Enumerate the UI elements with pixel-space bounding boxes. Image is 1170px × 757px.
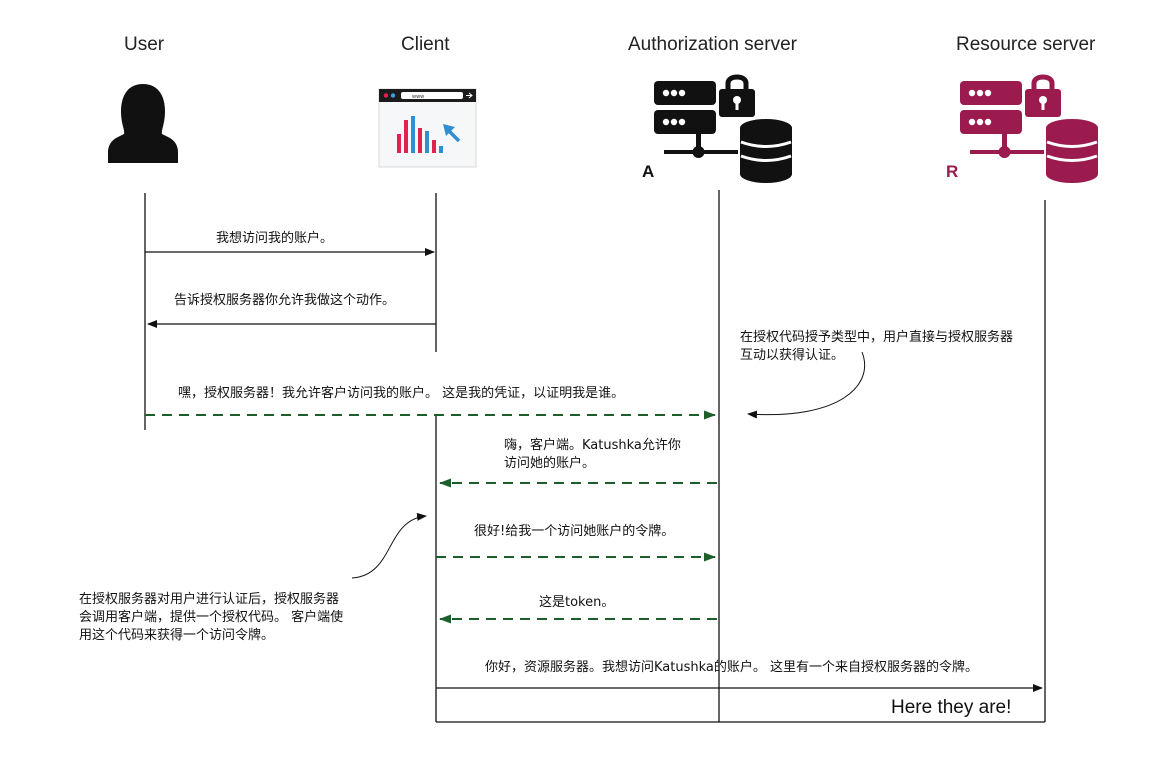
message-label-m4-line1: 嗨，客户端。Katushka允许你	[504, 438, 681, 453]
note-auth-code-line2: 互动以获得认证。	[740, 348, 845, 363]
user-female-icon	[108, 84, 178, 163]
message-label-m7: 你好，资源服务器。我想访问Katushka的账户。 这里有一个来自授权服务器的令…	[485, 660, 979, 675]
message-label-m5: 很好!给我一个访问她账户的令牌。	[474, 524, 675, 539]
note-connector-client	[351, 512, 427, 579]
server-lock-database-icon	[960, 74, 1098, 183]
actor-label-client: Client	[401, 34, 450, 55]
actor-label-resource-server: Resource server	[956, 34, 1096, 55]
auth-server-badge: A	[642, 162, 655, 181]
note-connector-auth	[747, 351, 866, 419]
message-label-m2: 告诉授权服务器你允许我做这个动作。	[174, 293, 396, 308]
note-client-line1: 在授权服务器对用户进行认证后，授权服务器	[79, 592, 340, 607]
note-client-line2: 会调用客户端，提供一个授权代码。 客户端使	[79, 610, 344, 625]
svg-text:www: www	[412, 94, 424, 100]
actor-label-user: User	[124, 34, 165, 55]
message-label-m6: 这是token。	[539, 595, 615, 610]
actor-label-auth-server: Authorization server	[628, 34, 797, 55]
browser-chart-icon: www	[378, 88, 477, 168]
note-client-line3: 用这个代码来获得一个访问令牌。	[79, 628, 275, 643]
resource-server-badge: R	[946, 162, 959, 181]
message-label-m4-line2: 访问她的账户。	[504, 456, 596, 471]
message-label-m1: 我想访问我的账户。	[216, 231, 334, 246]
message-label-m3: 嘿，授权服务器！我允许客户访问我的账户。 这是我的凭证，以证明我是谁。	[178, 386, 625, 401]
message-label-m8: Here they are!	[891, 697, 1012, 718]
server-lock-database-icon	[654, 74, 792, 183]
note-auth-code-line1: 在授权代码授予类型中，用户直接与授权服务器	[740, 330, 1014, 345]
